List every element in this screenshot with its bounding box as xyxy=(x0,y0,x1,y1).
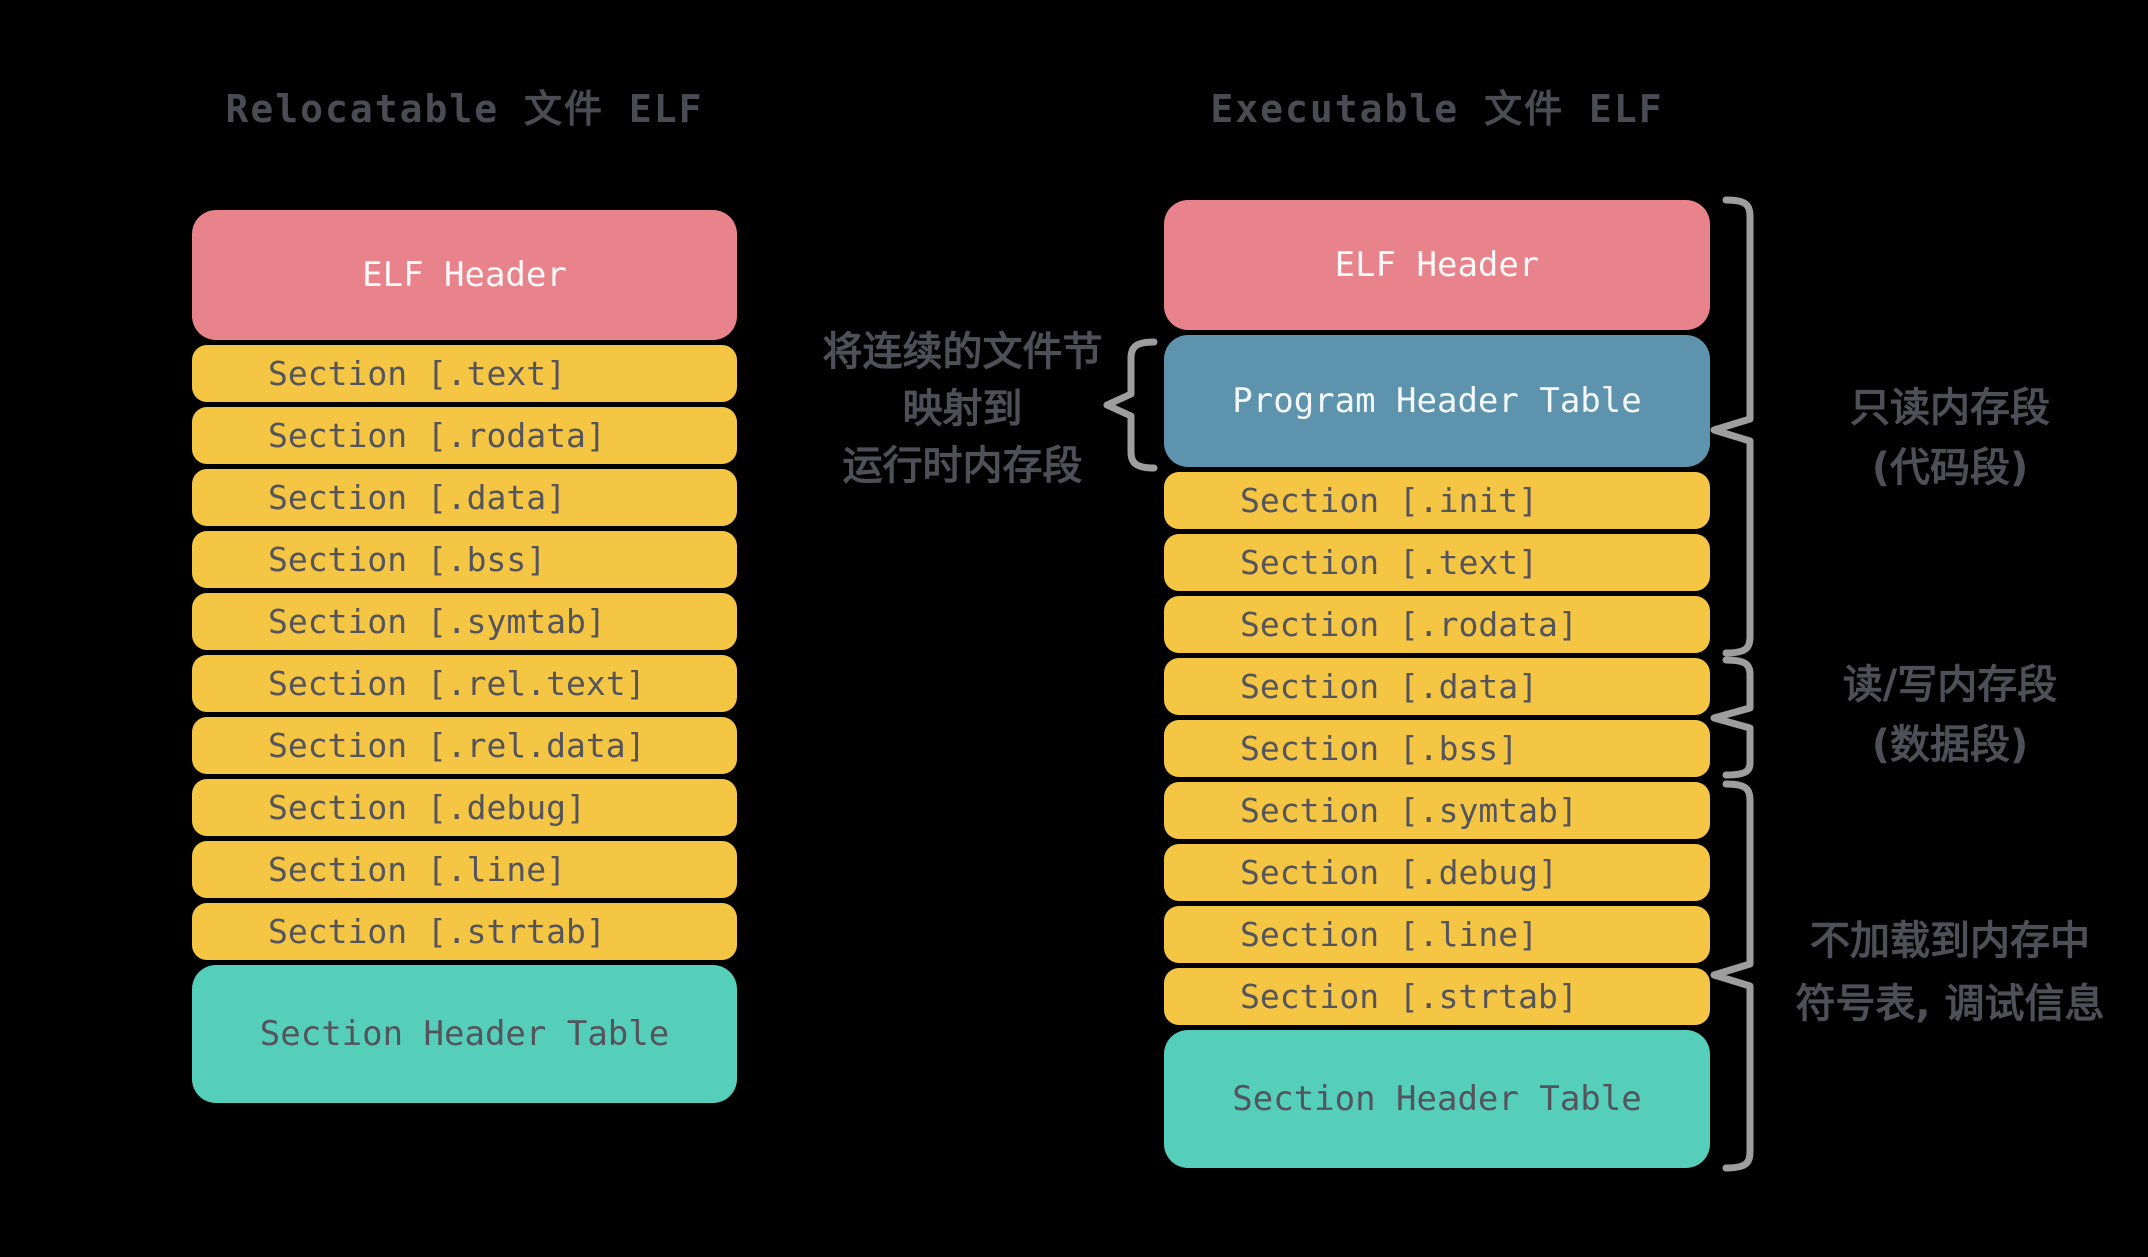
note-line: 符号表, 调试信息 xyxy=(1795,981,2105,1027)
block-section-line: Section [.line] xyxy=(192,841,737,898)
block-section-data: Section [.data] xyxy=(1164,658,1710,715)
block-section-symtab: Section [.symtab] xyxy=(192,593,737,650)
block-section-text: Section [.text] xyxy=(192,345,737,402)
block-section-header-table: Section Header Table xyxy=(1164,1030,1710,1168)
left-column-title: Relocatable 文件 ELF xyxy=(225,87,704,131)
note-line: 运行时内存段 xyxy=(842,443,1083,489)
block-section-strtab: Section [.strtab] xyxy=(192,903,737,960)
block-section-debug: Section [.debug] xyxy=(1164,844,1710,901)
note-line: 将连续的文件节 xyxy=(822,329,1103,375)
block-section-strtab: Section [.strtab] xyxy=(1164,968,1710,1025)
block-section-header-table: Section Header Table xyxy=(192,965,737,1103)
right-column-title: Executable 文件 ELF xyxy=(1210,87,1664,131)
note-line: (数据段) xyxy=(1871,722,2029,768)
block-section-data: Section [.data] xyxy=(192,469,737,526)
program-header-table-note: 将连续的文件节 映射到 运行时内存段 xyxy=(770,324,1155,495)
block-section-debug: Section [.debug] xyxy=(192,779,737,836)
note-line: (代码段) xyxy=(1871,445,2029,491)
block-section-bss: Section [.bss] xyxy=(1164,720,1710,777)
block-section-rodata: Section [.rodata] xyxy=(1164,596,1710,653)
block-section-rel-data: Section [.rel.data] xyxy=(192,717,737,774)
note-line: 读/写内存段 xyxy=(1842,662,2058,708)
block-section-text: Section [.text] xyxy=(1164,534,1710,591)
not-loaded-segment-note: 不加载到内存中 符号表, 调试信息 xyxy=(1730,910,2148,1036)
note-line: 不加载到内存中 xyxy=(1810,918,2090,964)
note-line: 映射到 xyxy=(902,386,1023,432)
block-section-init: Section [.init] xyxy=(1164,472,1710,529)
note-line: 只读内存段 xyxy=(1850,385,2050,431)
block-elf-header: ELF Header xyxy=(192,210,737,340)
block-section-line: Section [.line] xyxy=(1164,906,1710,963)
block-elf-header: ELF Header xyxy=(1164,200,1710,330)
block-section-symtab: Section [.symtab] xyxy=(1164,782,1710,839)
read-write-segment-note: 读/写内存段 (数据段) xyxy=(1730,655,2148,775)
block-program-header-table: Program Header Table xyxy=(1164,335,1710,467)
read-only-segment-note: 只读内存段 (代码段) xyxy=(1730,378,2148,498)
block-section-bss: Section [.bss] xyxy=(192,531,737,588)
block-section-rel-text: Section [.rel.text] xyxy=(192,655,737,712)
block-section-rodata: Section [.rodata] xyxy=(192,407,737,464)
